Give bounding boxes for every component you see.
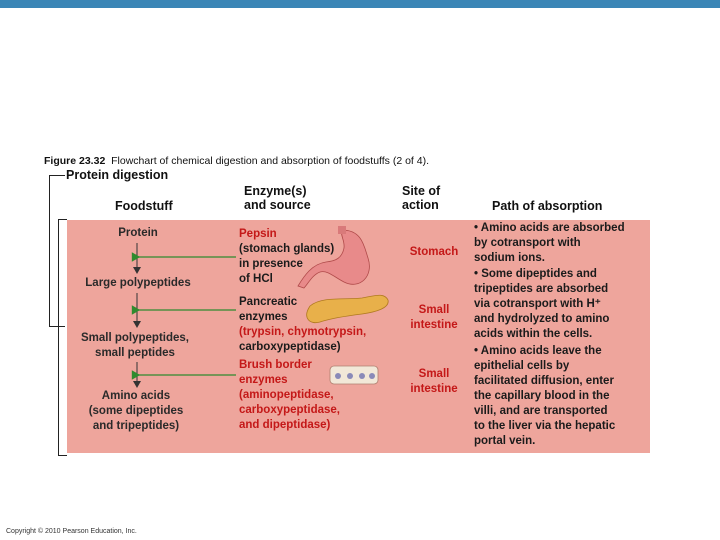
copyright-text: Copyright © 2010 Pearson Education, Inc. — [6, 528, 137, 535]
enzyme-pepsin: Pepsin (stomach glands) in presence of H… — [239, 228, 335, 285]
absorption-note-1: • Amino acids are absorbed by cotranspor… — [474, 222, 625, 264]
header-path: Path of absorption — [492, 199, 603, 213]
pancreas-icon — [306, 294, 389, 324]
section-title: Protein digestion — [66, 168, 169, 182]
foodstuff-large-polypeptides: Large polypeptides — [85, 277, 191, 289]
figure-caption-text: Flowchart of chemical digestion and abso… — [111, 155, 430, 167]
site-stomach: Stomach — [409, 246, 459, 258]
figure-caption: Figure 23.32 Flowchart of chemical diges… — [44, 155, 429, 167]
top-accent-bar — [0, 0, 720, 8]
section-bracket-outer — [49, 175, 65, 327]
epithelial-cells-icon — [329, 365, 379, 385]
stomach-icon — [297, 226, 370, 289]
absorption-note-2: • Some dipeptides and tripeptides are ab… — [474, 268, 610, 340]
foodstuff-small-polypeptides: Small polypeptides,small peptides — [81, 332, 189, 359]
foodstuff-protein: Protein — [118, 227, 158, 239]
header-enzyme: Enzyme(s)and source — [244, 184, 311, 212]
header-foodstuff: Foodstuff — [115, 199, 173, 213]
enzyme-pancreatic: Pancreatic enzymes (trypsin, chymotrypsi… — [239, 296, 367, 353]
figure-number: Figure 23.32 — [44, 155, 106, 167]
section-bracket-inner — [58, 219, 67, 456]
absorption-note-3: • Amino acids leave the epithelial cells… — [474, 345, 616, 447]
